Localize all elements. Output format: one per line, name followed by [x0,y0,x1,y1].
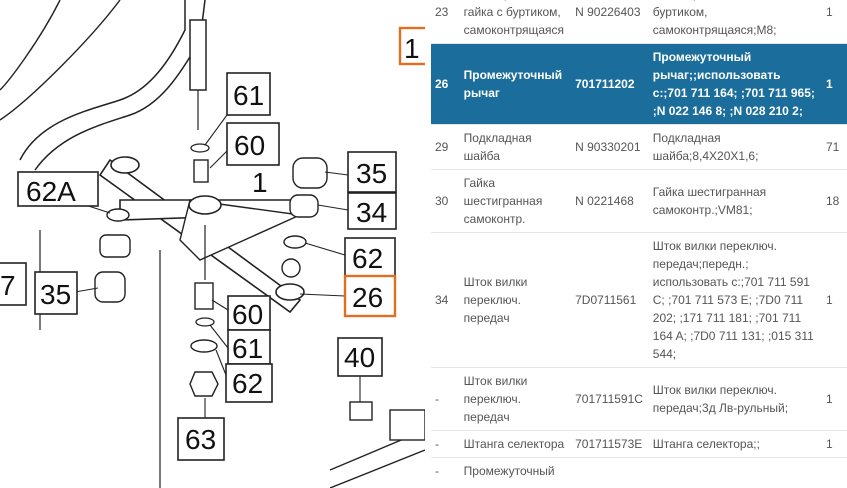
callout-35-right[interactable] [347,151,397,193]
parts-diagram: 61 60 35 62A 34 62 7 35 26 60 61 62 40 6… [0,0,425,488]
part-name: Промежуточный [459,457,572,484]
callout-40-label: 40 [344,342,375,373]
parts-table: 23Шестигранная гайка с буртиком, самокон… [431,0,847,484]
part-number: N 90226403 [571,0,649,44]
callout-7[interactable] [0,262,27,306]
callout-62-bottom[interactable] [225,363,273,403]
row-index: - [431,430,460,458]
part-number: 701711573E [571,430,649,458]
callout-40[interactable] [337,337,383,377]
table-row[interactable]: -Промежуточный [431,457,847,484]
part-quantity [821,457,847,484]
callout-35-left[interactable] [34,271,78,315]
part-number: N 90330201 [571,124,649,170]
part-name: Промежуточный рычаг [459,43,572,125]
part-name: Шестигранная гайка с буртиком, самоконтр… [459,0,572,44]
callout-61-top[interactable] [226,72,271,116]
callout-35-right-label: 35 [356,158,387,189]
callout-34-label: 34 [356,197,387,228]
row-index: 29 [431,124,460,170]
row-index: 34 [431,232,460,368]
callout-60-top-label: 60 [234,130,265,161]
part-description: Промежуточный рычаг;;использовать с:;701… [648,43,822,125]
callout-62a-label: 62A [26,176,76,207]
callout-62-right-label: 62 [352,243,383,274]
part-number [571,457,649,484]
callout-60-bottom[interactable] [227,295,271,331]
callout-63[interactable] [177,417,225,461]
part-description: Шток вилки переключ. передач;передн.; ис… [648,232,822,368]
callout-62-bottom-label: 62 [232,368,263,399]
row-index: 23 [431,0,460,44]
callout-62-right[interactable] [344,237,396,277]
part-quantity: 1 [821,43,847,125]
parts-list-panel: 23Шестигранная гайка с буртиком, самокон… [425,0,847,488]
part-quantity: 1 [821,232,847,368]
row-index: - [431,367,460,431]
part-number: 701711202 [571,43,649,125]
callout-26-label: 26 [352,282,383,313]
row-index: 30 [431,169,460,233]
callout-1-mid-label: 1 [252,167,268,198]
row-index: 26 [431,43,460,125]
callout-61-bottom[interactable] [227,329,271,365]
table-row[interactable]: 23Шестигранная гайка с буртиком, самокон… [431,0,847,44]
callout-35-left-label: 35 [40,279,71,310]
callout-61-bottom-label: 61 [232,333,263,364]
callout-34[interactable] [347,192,397,230]
callout-7-label: 7 [0,270,16,301]
part-name: Гайка шестигранная самоконтр. [459,169,572,233]
part-quantity: 1 [821,430,847,458]
part-description: Штанга селектора;; [648,430,822,458]
callout-26-selected[interactable] [343,274,397,318]
part-name: Шток вилки переключ. передач [459,367,572,431]
callout-1-top[interactable] [398,26,425,66]
callout-61-top-label: 61 [233,80,264,111]
part-description: Шестигранная гайка с буртиком, самоконтр… [648,0,822,44]
part-number: 701711591C [571,367,649,431]
part-quantity: 18 [821,169,847,233]
part-name: Подкладная шайба [459,124,572,170]
callout-62a[interactable] [17,171,99,207]
callout-1-top-label: 1 [404,33,420,64]
part-name: Шток вилки переключ. передач [459,232,572,368]
part-description: Шток вилки переключ. передач;3д Лв-рульн… [648,367,822,431]
part-description: Подкладная шайба;8,4X20X1,6; [648,124,822,170]
part-number: N 0221468 [571,169,649,233]
part-description: Гайка шестигранная самоконтр.;VM81; [648,169,822,233]
part-name: Штанга селектора [459,430,572,458]
part-quantity: 71 [821,124,847,170]
part-quantity: 1 [821,367,847,431]
part-quantity: 1 [821,0,847,44]
callout-63-label: 63 [185,424,216,455]
exploded-view-drawing: 61 60 35 62A 34 62 7 35 26 60 61 62 40 6… [0,0,425,488]
callout-60-bottom-label: 60 [232,299,263,330]
part-description [648,457,822,484]
callout-60-top[interactable] [226,122,280,166]
part-number: 7D0711561 [571,232,649,368]
row-index: - [431,457,460,484]
